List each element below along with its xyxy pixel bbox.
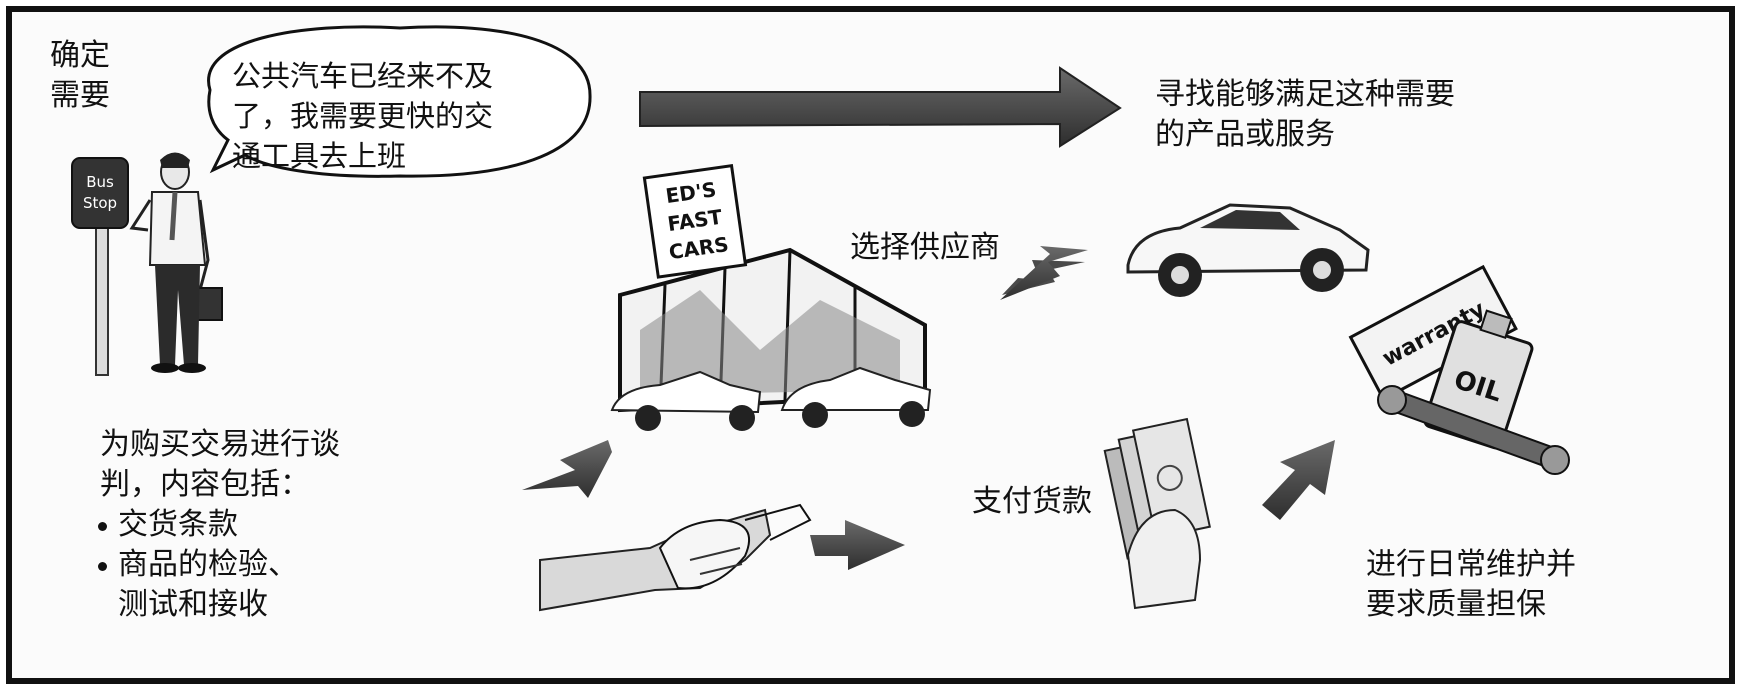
identify-need-label: 确定 需要	[50, 38, 110, 113]
negotiate-item-1: 交货条款	[118, 507, 238, 542]
bus-stop-text-2: Stop	[83, 194, 117, 212]
bullet-icon	[98, 562, 107, 571]
businessman-figure	[129, 152, 223, 373]
choose-supplier-label: 选择供应商	[850, 230, 1000, 265]
payment-label: 支付货款	[972, 484, 1092, 519]
negotiate-item-2: 商品的检验、 测试和接收	[118, 547, 298, 622]
bullet-icon	[98, 522, 107, 531]
speech-bubble	[207, 25, 592, 178]
bus-stop-sign: Bus Stop	[71, 157, 129, 376]
arrow-to-maintenance	[1262, 440, 1335, 520]
speech-bubble-text: 公共汽车已经来不及 了，我需要更快的交 通工具去上班	[232, 59, 494, 173]
maintenance-label: 进行日常维护并 要求质量担保	[1366, 547, 1576, 622]
money-hand-image	[1103, 417, 1211, 610]
handshake-image	[539, 503, 812, 612]
arrow-to-payment	[810, 520, 905, 570]
bus-stop-text-1: Bus	[86, 173, 114, 191]
negotiate-intro-label: 为购买交易进行谈 判，内容包括：	[100, 427, 340, 502]
arrow-to-find-product	[639, 66, 1122, 148]
warranty-oil-image: warranty OIL	[1348, 264, 1570, 475]
arrow-to-negotiation	[522, 440, 612, 498]
car-dealership: ED'S FAST CARS	[610, 164, 932, 431]
find-product-label: 寻找能够满足这种需要 的产品或服务	[1155, 77, 1455, 152]
sports-car	[1126, 203, 1370, 297]
